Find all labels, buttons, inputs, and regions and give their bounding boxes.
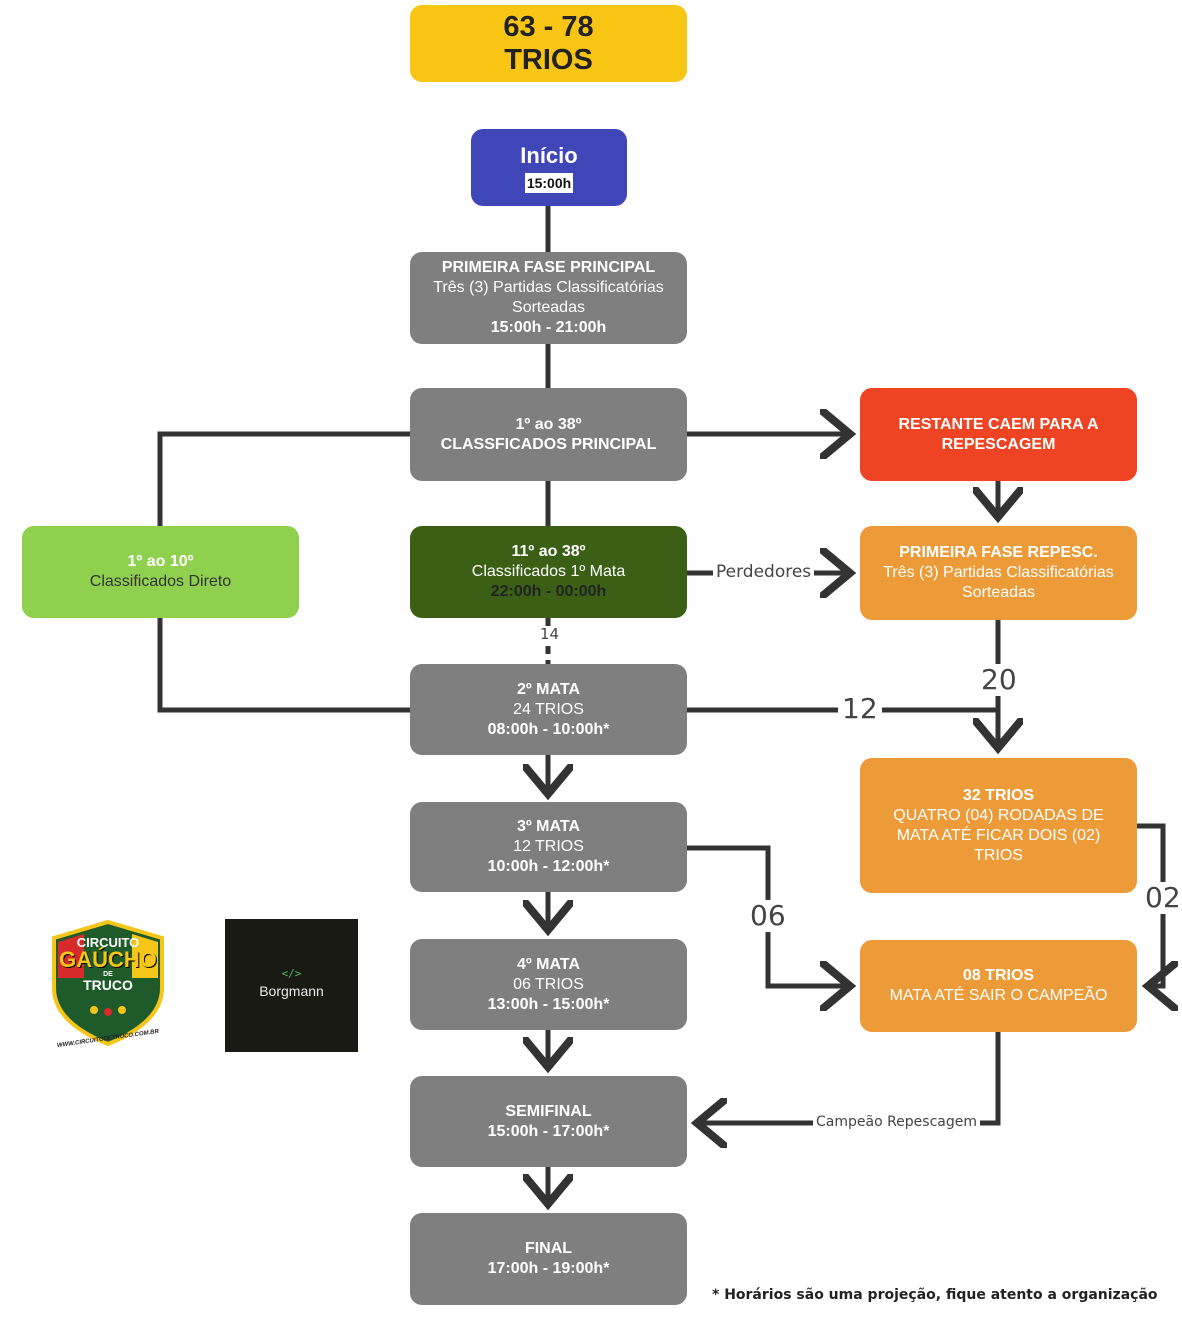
trios32-line-2: MATA ATÉ FICAR DOIS (02) xyxy=(896,826,1101,844)
trios32-title: 32 TRIOS xyxy=(962,786,1035,804)
borgmann-logo: </> Borgmann xyxy=(225,919,358,1052)
quarta-mata-box: 4º MATA 06 TRIOS 13:00h - 15:00h* xyxy=(410,939,687,1030)
semifinal-time: 15:00h - 17:00h* xyxy=(487,1122,610,1140)
perdedores-label: Perdedores xyxy=(713,564,815,581)
segunda-mata-title: 2º MATA xyxy=(516,680,581,698)
quarta-mata-subtitle: 06 TRIOS xyxy=(513,975,584,993)
primeira-fase-repesc-box: PRIMEIRA FASE REPESC. Três (3) Partidas … xyxy=(860,526,1137,620)
restante-line-1: RESTANTE CAEM PARA A xyxy=(898,415,1099,433)
quarta-mata-title: 4º MATA xyxy=(516,955,581,973)
inicio-box: Início 15:00h xyxy=(471,129,627,206)
classificados-principal-label: CLASSFICADOS PRINCIPAL xyxy=(440,435,657,453)
count-20-label: 20 xyxy=(979,663,1019,696)
segunda-mata-time: 08:00h - 10:00h* xyxy=(487,720,610,738)
trios32-line-3: TRIOS xyxy=(974,846,1023,864)
segunda-mata-box: 2º MATA 24 TRIOS 08:00h - 10:00h* xyxy=(410,664,687,755)
count-06-label: 06 xyxy=(748,899,788,932)
classificados-direto-box: 1º ao 10º Classificados Direto xyxy=(22,526,299,618)
code-icon: </> xyxy=(281,967,302,980)
final-time: 17:00h - 19:00h* xyxy=(487,1260,610,1277)
semifinal-title: SEMIFINAL xyxy=(505,1102,592,1120)
direto-title: 1º ao 10º xyxy=(127,553,194,570)
circuito-small: DE xyxy=(103,971,113,978)
borgmann-name: Borgmann xyxy=(259,983,324,999)
trios-08-box: 08 TRIOS MATA ATÉ SAIR O CAMPEÃO xyxy=(860,940,1137,1032)
terceira-mata-subtitle: 12 TRIOS xyxy=(513,838,584,855)
header-format: TRIOS xyxy=(504,43,593,76)
primeira-fase-desc-2: Sorteadas xyxy=(512,299,585,316)
trios32-line-1: QUATRO (04) RODADAS DE xyxy=(893,806,1104,824)
final-box: FINAL 17:00h - 19:00h* xyxy=(410,1213,687,1305)
header-range: 63 - 78 xyxy=(503,10,594,43)
footnote: * Horários são uma projeção, fique atent… xyxy=(712,1287,1158,1303)
direto-subtitle: Classificados Direto xyxy=(89,573,232,590)
primeira-fase-desc-1: Três (3) Partidas Classificatórias xyxy=(433,279,664,296)
inicio-title: Início xyxy=(520,143,578,168)
repesc-desc-1: Três (3) Partidas Classificatórias xyxy=(883,564,1114,581)
final-title: FINAL xyxy=(524,1240,573,1257)
primeira-mata-box: 11º ao 38º Classificados 1º Mata 22:00h … xyxy=(410,526,687,618)
restante-line-2: REPESCAGEM xyxy=(941,435,1056,453)
repesc-title: PRIMEIRA FASE REPESC. xyxy=(899,544,1098,561)
primeira-mata-time: 22:00h - 00:00h xyxy=(490,583,607,600)
count-12-label: 12 xyxy=(838,695,882,723)
classificados-principal-box: 1º ao 38º CLASSFICADOS PRINCIPAL xyxy=(410,388,687,481)
trios-32-box: 32 TRIOS QUATRO (04) RODADAS DE MATA ATÉ… xyxy=(860,758,1137,893)
terceira-mata-time: 10:00h - 12:00h* xyxy=(487,858,610,875)
circuito-line-2: GAÚCHO xyxy=(59,947,157,972)
terceira-mata-box: 3º MATA 12 TRIOS 10:00h - 12:00h* xyxy=(410,802,687,892)
repesc-desc-2: Sorteadas xyxy=(962,584,1035,601)
primeira-fase-time: 15:00h - 21:00h xyxy=(490,319,607,336)
circuito-line-1: CIRCUITO xyxy=(76,935,140,950)
inicio-time: 15:00h xyxy=(524,173,574,193)
count-14-label: 14 xyxy=(538,625,562,643)
primeira-mata-subtitle: Classificados 1º Mata xyxy=(471,563,626,580)
circuito-gaucho-logo: CIRCUITO GAÚCHO DE TRUCO WWW.CIRCUITODET… xyxy=(44,918,172,1050)
header-badge: 63 - 78 TRIOS xyxy=(410,5,687,82)
trios08-subtitle: MATA ATÉ SAIR O CAMPEÃO xyxy=(889,987,1108,1004)
count-02-label: 02 xyxy=(1143,881,1182,914)
primeira-mata-title: 11º ao 38º xyxy=(511,543,586,560)
primeira-fase-title: PRIMEIRA FASE PRINCIPAL xyxy=(441,259,656,276)
terceira-mata-title: 3º MATA xyxy=(516,818,581,835)
campeao-repescagem-label: Campeão Repescagem xyxy=(813,1115,981,1129)
classificados-principal-range: 1º ao 38º xyxy=(515,415,582,433)
circuito-line-3: TRUCO xyxy=(83,977,133,993)
restante-repescagem-box: RESTANTE CAEM PARA A REPESCAGEM xyxy=(860,388,1137,481)
semifinal-box: SEMIFINAL 15:00h - 17:00h* xyxy=(410,1076,687,1167)
circuito-shield-icon xyxy=(52,919,164,1047)
segunda-mata-subtitle: 24 TRIOS xyxy=(513,700,584,718)
quarta-mata-time: 13:00h - 15:00h* xyxy=(487,995,610,1013)
primeira-fase-principal-box: PRIMEIRA FASE PRINCIPAL Três (3) Partida… xyxy=(410,252,687,344)
trios08-title: 08 TRIOS xyxy=(962,967,1035,984)
